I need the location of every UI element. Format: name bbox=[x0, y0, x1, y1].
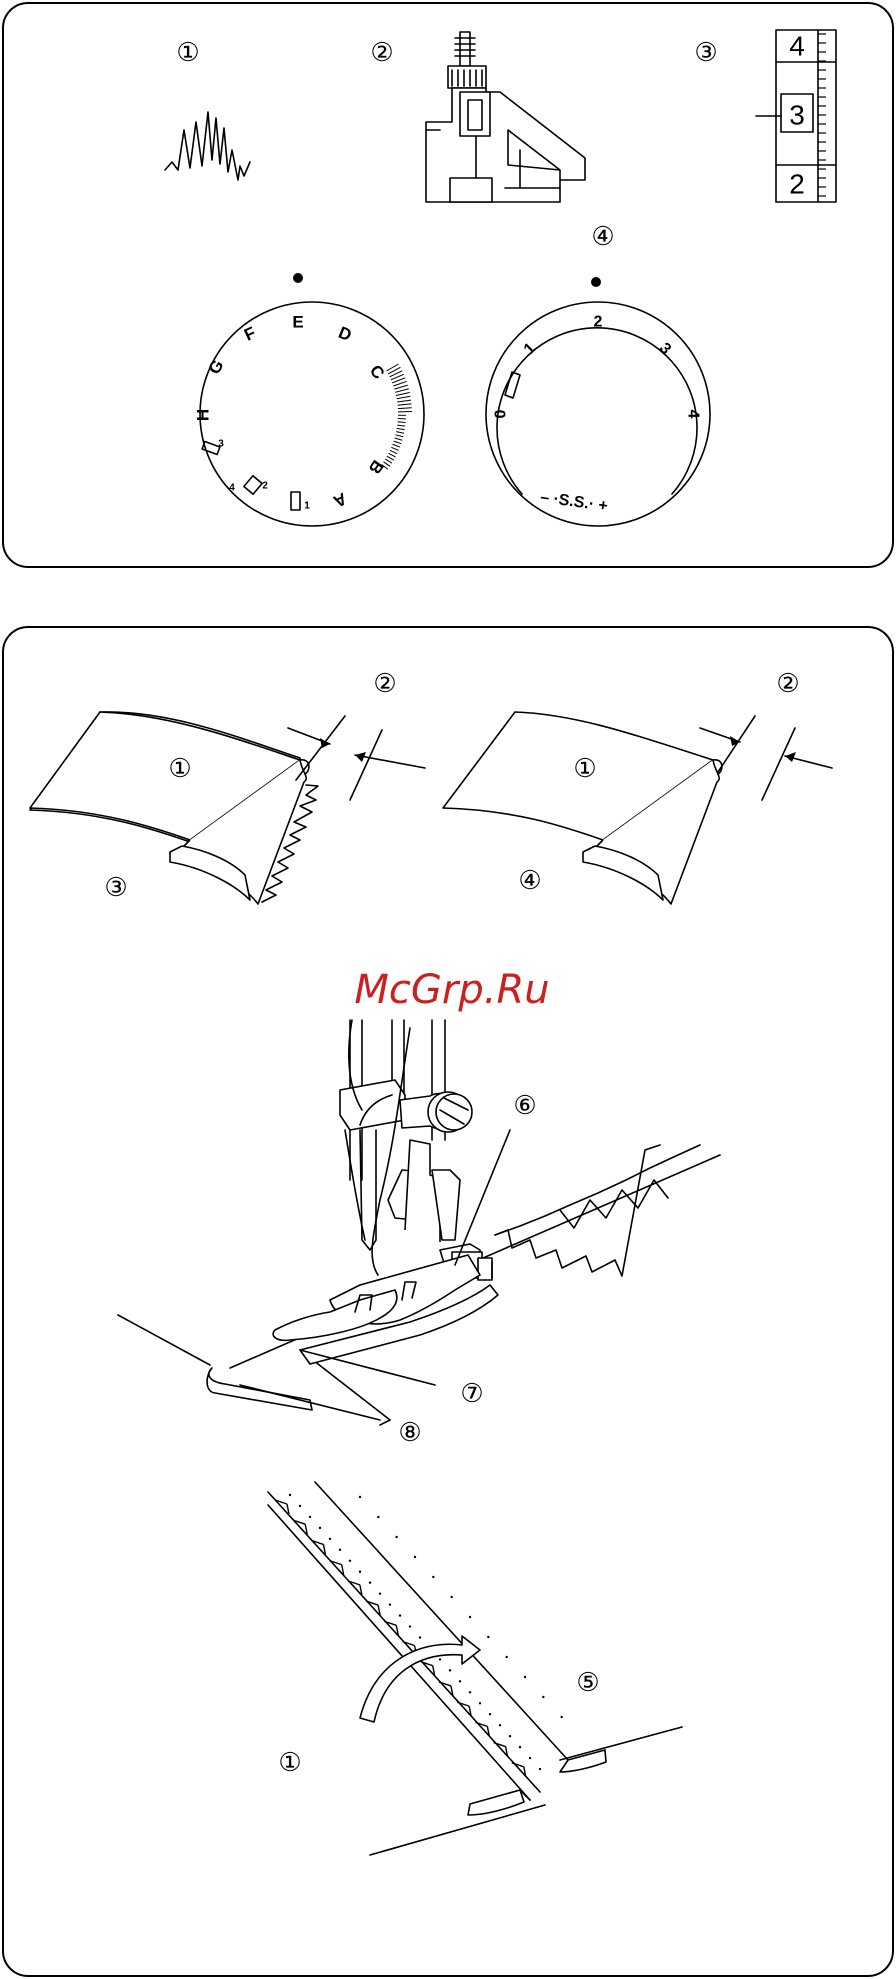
callout-2-top: ② bbox=[370, 37, 393, 67]
stitch-dial-2: 2 bbox=[594, 314, 603, 331]
finished-hem-diagram bbox=[268, 1482, 682, 1855]
callout-1-top: ① bbox=[176, 37, 199, 67]
dial-letter-h: H bbox=[194, 409, 213, 421]
buttonhole-step-1-icon bbox=[291, 492, 300, 510]
blind-hem-foot-icon bbox=[426, 32, 585, 202]
pattern-dial-tick-arc bbox=[382, 364, 412, 469]
foot-callout-8: ⑧ bbox=[398, 1417, 421, 1447]
pattern-selector-dial[interactable]: E D C B A H G F 1 2 4 3 bbox=[194, 302, 425, 526]
presser-foot-sewing-diagram bbox=[118, 1020, 720, 1425]
fold-diagram-right bbox=[443, 712, 832, 904]
stitch-dial-indicator-dot bbox=[591, 277, 601, 287]
dial-mark-3: 3 bbox=[218, 439, 224, 450]
callout-4-top: ④ bbox=[591, 221, 614, 251]
dial-letter-a: A bbox=[330, 489, 349, 511]
dial-letter-e: E bbox=[292, 313, 303, 332]
callout-3-top: ③ bbox=[694, 37, 717, 67]
pattern-dial-indicator-dot bbox=[293, 273, 303, 283]
fold-over-arrow-icon bbox=[360, 1636, 480, 1722]
blind-hem-stitch-icon bbox=[165, 112, 250, 180]
fold-left-callout-1: ① bbox=[168, 753, 191, 783]
buttonhole-step-2-icon bbox=[244, 476, 262, 494]
width-scale-4: 4 bbox=[789, 31, 805, 62]
finish-callout-5: ⑤ bbox=[576, 1667, 599, 1697]
hem-dotted-guide bbox=[289, 1494, 563, 1770]
fold-right-callout-4: ④ bbox=[518, 865, 541, 895]
width-scale-2: 2 bbox=[789, 169, 805, 200]
stitch-length-dial[interactable]: 0 1 2 3 4 – ·S.S.· + bbox=[486, 302, 710, 526]
fold-left-callout-3: ③ bbox=[104, 872, 127, 902]
foot-callout-6: ⑥ bbox=[513, 1090, 536, 1120]
fold-right-callout-1: ① bbox=[573, 753, 596, 783]
stitch-dial-4: 4 bbox=[685, 410, 702, 419]
width-scale-indicator: 4 3 2 bbox=[756, 30, 836, 202]
dial-mark-4: 4 bbox=[229, 483, 235, 494]
fold-diagram-left bbox=[30, 712, 425, 904]
finish-callout-1: ① bbox=[278, 1747, 301, 1777]
width-scale-3: 3 bbox=[789, 100, 805, 131]
stitch-dial-ss-label: – ·S.S.· + bbox=[539, 489, 609, 515]
stitch-dial-0: 0 bbox=[493, 409, 510, 418]
dial-letter-f: F bbox=[241, 323, 258, 345]
dial-mark-2: 2 bbox=[262, 481, 268, 492]
foot-callout-7: ⑦ bbox=[460, 1378, 483, 1408]
dial-letter-c: C bbox=[366, 361, 388, 383]
dial-mark-1: 1 bbox=[304, 501, 310, 512]
stitch-dial-marker bbox=[505, 372, 520, 398]
fold-right-callout-2: ② bbox=[776, 668, 799, 698]
dial-letter-d: D bbox=[336, 323, 355, 345]
fold-left-callout-2: ② bbox=[373, 668, 396, 698]
watermark-text: McGrp.Ru bbox=[354, 967, 549, 1013]
dial-letter-b: B bbox=[365, 457, 388, 478]
